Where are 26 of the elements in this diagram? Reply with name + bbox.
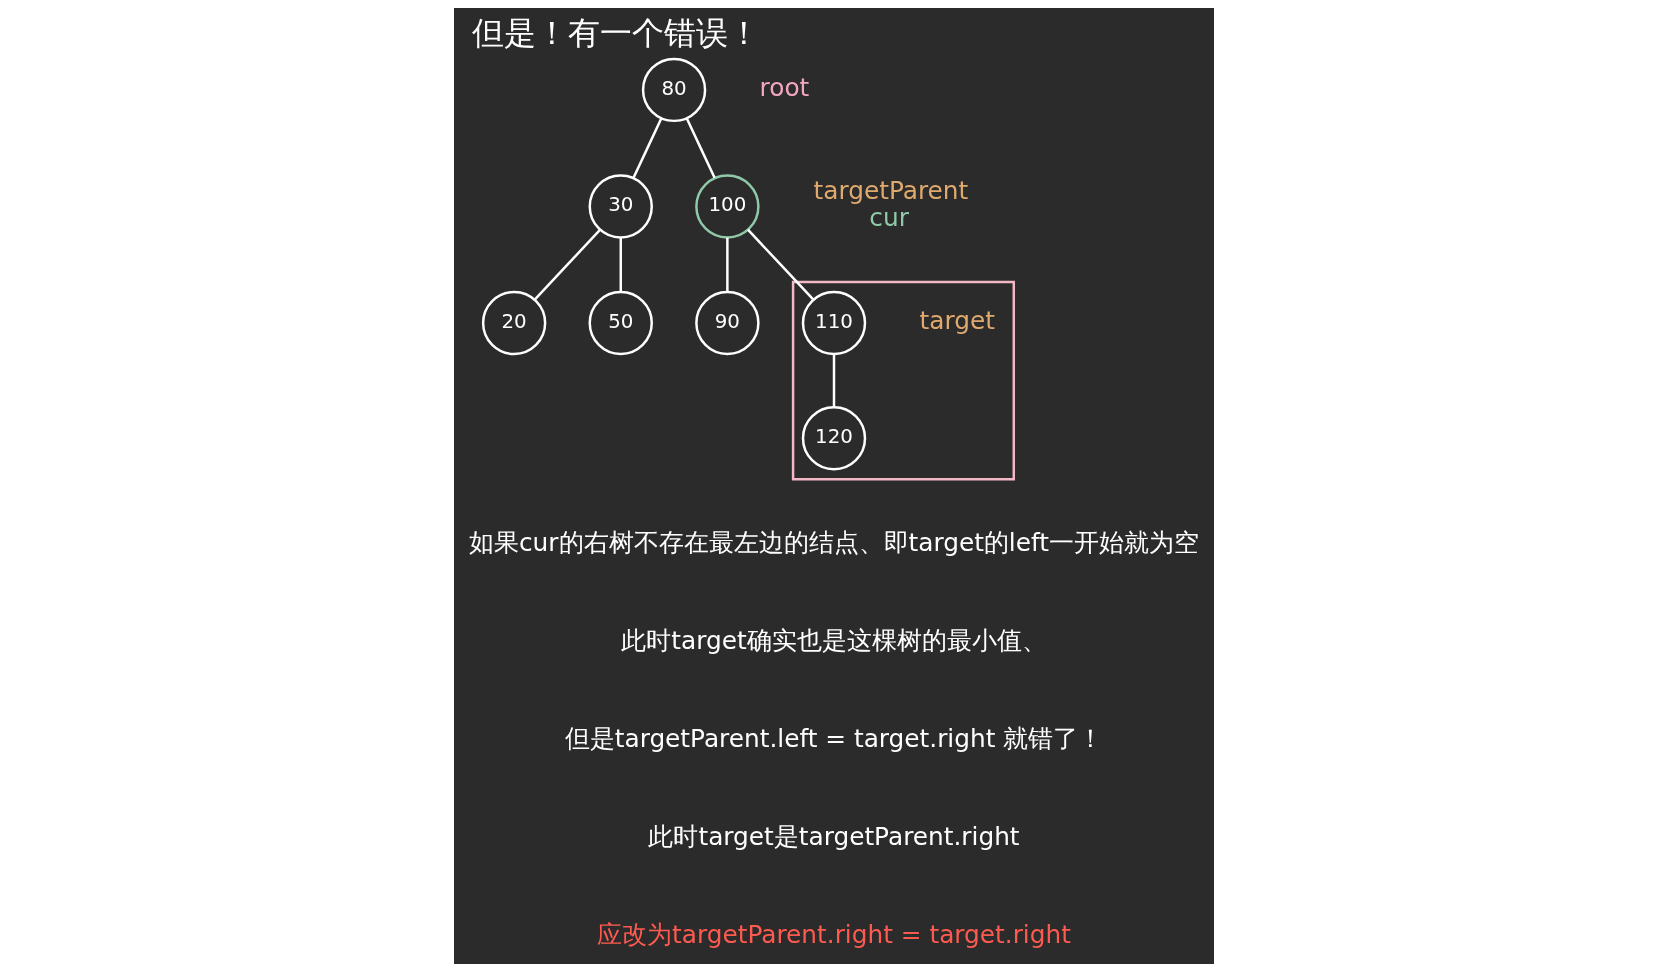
node-circle: 120: [801, 406, 867, 471]
connector: [632, 118, 663, 179]
label: 此时target确实也是这棵树的最小值、: [621, 626, 1047, 656]
connector: [832, 354, 836, 408]
node-label: target: [919, 306, 995, 336]
node-circle: 100: [695, 174, 760, 239]
label: 但是targetParent.left = target.right 就错了！: [564, 723, 1104, 753]
diagram-title: 但是！有一个错误！: [471, 13, 760, 52]
connector: [747, 228, 815, 301]
node-circle: 90: [695, 290, 760, 356]
node-label: targetParent: [813, 175, 969, 205]
node-circle: 50: [588, 290, 653, 356]
node-circle: 30: [588, 174, 653, 239]
label: 如果cur的右树不存在最左边的结点、即target的left一开始就为空: [468, 528, 1200, 558]
connector: [619, 237, 622, 292]
cluster: [791, 280, 1015, 481]
node-circle: 110: [801, 290, 867, 356]
connector: [534, 228, 602, 301]
node-circle: 20: [481, 290, 547, 356]
node-label: root: [759, 73, 810, 103]
connector: [726, 237, 729, 292]
label: 应改为targetParent.right = target.right: [597, 919, 1071, 949]
label: 此时target是targetParent.right: [648, 821, 1020, 851]
node-label: cur: [869, 203, 909, 233]
node-circle: 80: [641, 57, 707, 123]
connector: [685, 118, 716, 179]
